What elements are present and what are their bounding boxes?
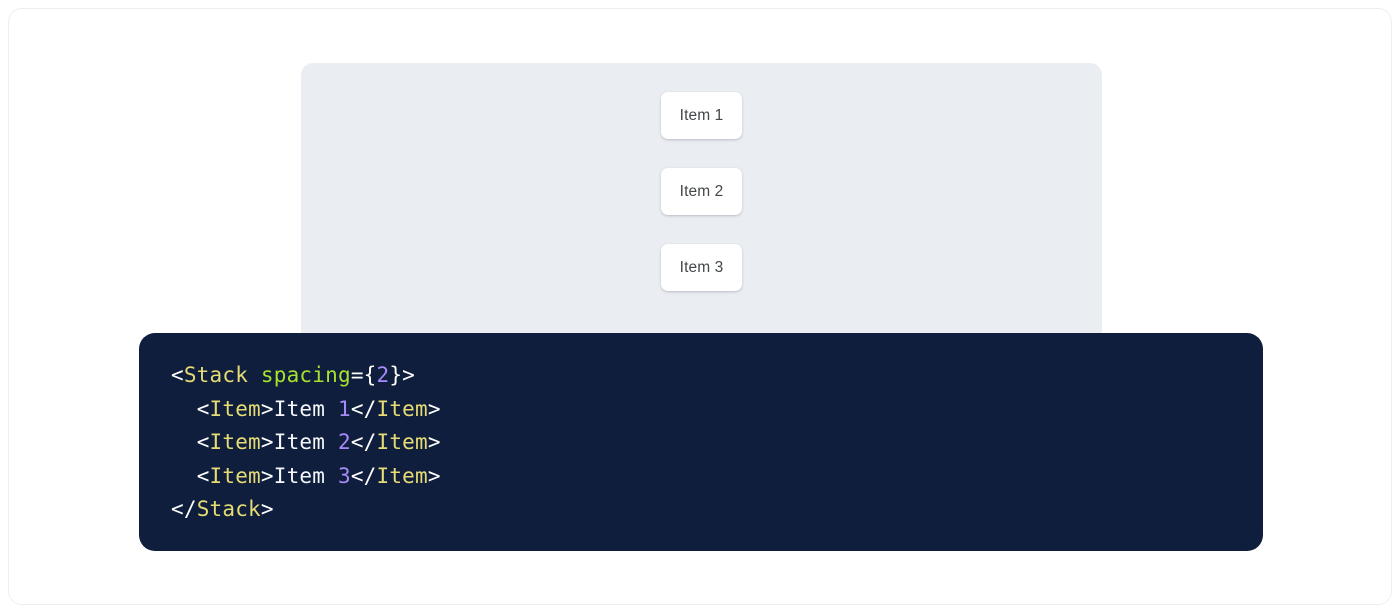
code-token-punct: </ [350, 463, 377, 488]
code-line: <Item>Item 1</Item> [171, 397, 441, 421]
code-token-punct: > [260, 430, 274, 455]
code-token-punct: < [196, 430, 210, 455]
code-token-text: Item [273, 430, 338, 455]
code-content: <Stack spacing={2}> <Item>Item 1</Item> … [171, 359, 1231, 527]
code-token-num: 2 [337, 430, 351, 455]
code-token-punct [248, 363, 261, 387]
code-token-tag: Item [209, 463, 261, 488]
code-token-text: Item [273, 463, 338, 488]
code-token-punct: > [260, 396, 274, 421]
code-token-tag: Item [376, 430, 428, 455]
code-token-punct: > [427, 463, 441, 488]
stack-container: Item 1 Item 2 Item 3 [301, 63, 1102, 291]
code-token-attr: spacing [260, 363, 351, 387]
code-token-punct: }> [389, 363, 416, 387]
stack-item[interactable]: Item 3 [661, 244, 742, 291]
code-line: <Item>Item 3</Item> [171, 464, 441, 488]
code-token-punct: < [171, 363, 184, 387]
code-line: <Item>Item 2</Item> [171, 430, 441, 454]
code-snippet-panel[interactable]: <Stack spacing={2}> <Item>Item 1</Item> … [139, 333, 1263, 551]
code-token-punct: > [260, 497, 274, 522]
code-token-tag: Stack [183, 363, 249, 387]
code-token-punct: </ [350, 396, 377, 421]
code-token-punct: ={ [350, 363, 377, 387]
code-token-punct: > [427, 430, 441, 455]
code-token-num: 1 [337, 396, 351, 421]
code-token-tag: Item [209, 396, 261, 421]
stack-item[interactable]: Item 1 [661, 92, 742, 139]
code-token-num: 2 [376, 363, 390, 387]
code-token-tag: Item [376, 396, 428, 421]
code-line: </Stack> [171, 497, 274, 521]
code-token-text: Item [273, 396, 338, 421]
code-token-punct: </ [171, 497, 197, 522]
stack-item-label: Item 2 [679, 182, 724, 200]
code-token-punct: </ [350, 430, 377, 455]
code-token-punct: < [196, 463, 210, 488]
component-preview-panel: Item 1 Item 2 Item 3 [301, 63, 1102, 363]
stack-item-label: Item 1 [679, 106, 724, 124]
code-token-tag: Stack [196, 497, 261, 522]
code-token-tag: Item [209, 430, 261, 455]
code-token-num: 3 [337, 463, 351, 488]
app-frame: Item 1 Item 2 Item 3 <Stack spacing={2}>… [8, 8, 1392, 605]
code-token-tag: Item [376, 463, 428, 488]
code-line: <Stack spacing={2}> [171, 363, 415, 387]
stack-item-label: Item 3 [679, 258, 724, 276]
code-token-punct: > [427, 396, 441, 421]
code-token-punct: < [196, 396, 210, 421]
code-token-punct: > [260, 463, 274, 488]
stack-item[interactable]: Item 2 [661, 168, 742, 215]
